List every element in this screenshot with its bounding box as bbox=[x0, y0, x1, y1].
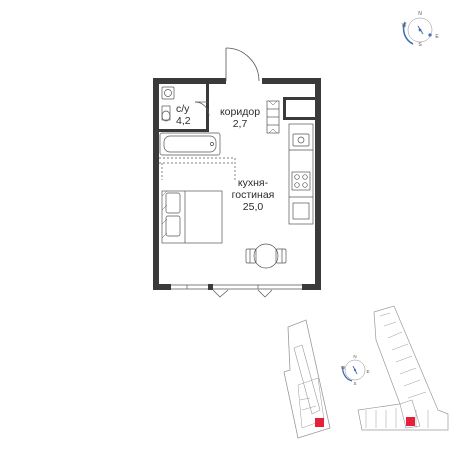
room-name: коридор bbox=[219, 106, 261, 118]
compass-main: N W S E bbox=[402, 11, 440, 48]
entrance-door bbox=[225, 47, 260, 82]
compass-main-s: S bbox=[418, 42, 422, 48]
room-label-bathroom: с/у 4,2 bbox=[176, 103, 191, 127]
compass-small-s: S bbox=[353, 381, 356, 386]
bathroom-fixtures bbox=[159, 86, 221, 156]
compass-main-n: N bbox=[418, 11, 422, 17]
dining-table bbox=[245, 243, 287, 269]
compass-small-w: W bbox=[341, 365, 346, 370]
apartment-location-marker-right bbox=[406, 417, 415, 426]
room-label-corridor: коридор 2,7 bbox=[214, 106, 266, 130]
bed bbox=[161, 190, 223, 244]
compass-main-e: E bbox=[435, 34, 439, 40]
compass-small-n: N bbox=[353, 354, 356, 359]
compass-small-e: E bbox=[366, 369, 369, 374]
compass-small: N W S E bbox=[341, 354, 370, 386]
compass-main-w: W bbox=[402, 23, 407, 29]
room-name: с/у bbox=[176, 103, 190, 115]
room-name-line-1: кухня- bbox=[237, 177, 269, 189]
room-area: 25,0 bbox=[242, 201, 264, 213]
site-plan-right bbox=[357, 305, 449, 431]
room-area: 2,7 bbox=[232, 118, 248, 130]
windows bbox=[171, 284, 302, 298]
kitchen-fixtures bbox=[159, 123, 314, 225]
room-label-living: кухня- гостиная 25,0 bbox=[224, 177, 282, 213]
corridor-fixtures bbox=[266, 100, 280, 134]
room-area: 4,2 bbox=[176, 115, 191, 127]
apartment-location-marker-left bbox=[315, 418, 324, 427]
apartment-walls bbox=[153, 78, 321, 290]
room-name-line-2: гостиная bbox=[231, 189, 275, 201]
